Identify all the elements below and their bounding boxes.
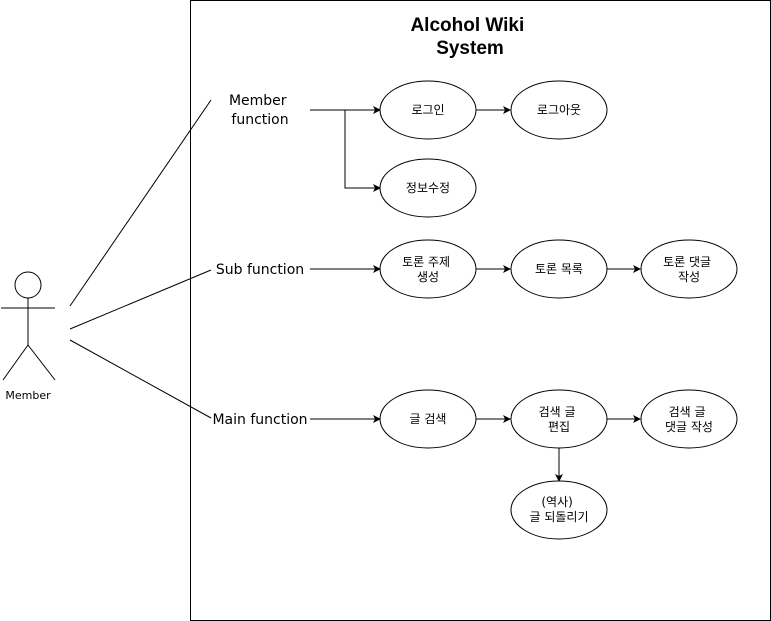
association-sub-function (69, 269, 212, 330)
actor-associations (69, 99, 212, 419)
use-case-login (379, 80, 477, 140)
use-case-edit-info (379, 158, 477, 218)
association-member-function (69, 99, 212, 307)
use-case-topic-list-label: 토론 목록 (535, 262, 583, 276)
use-case-topic-comment-line-2: 작성 (678, 270, 700, 284)
use-case-create-topic-label: 토론 주제 생성 (402, 255, 454, 284)
use-case-topic-list (510, 239, 608, 299)
actor-left-leg (2, 344, 29, 381)
use-case-create-topic-line-1: 토론 주제 (402, 255, 450, 269)
use-case-logout (510, 80, 608, 140)
group-member-function-line-1: Member (229, 93, 287, 109)
connectors (310, 106, 641, 482)
actor-right-leg (27, 344, 56, 381)
use-case-revert (510, 480, 608, 540)
association-main-function (69, 339, 212, 419)
use-case-create-topic (379, 239, 477, 299)
use-case-article-comment (640, 389, 738, 449)
use-case-topic-comment-label: 토론 댓글 작성 (663, 255, 715, 284)
actor-head (14, 271, 42, 299)
use-case-edit-article-line-1: 검색 글 (539, 405, 576, 419)
use-case-revert-label: (역사) 글 되돌리기 (529, 495, 588, 524)
use-case-create-topic-line-2: 생성 (417, 270, 439, 284)
use-case-revert-line-1: (역사) (541, 495, 572, 509)
use-case-revert-line-2: 글 되돌리기 (529, 510, 588, 524)
use-case-search-label: 글 검색 (410, 412, 447, 426)
use-case-logout-label: 로그아웃 (537, 103, 581, 117)
system-title-line-1: Alcohol Wiki (410, 15, 524, 36)
use-case-edit-info-label: 정보수정 (406, 181, 450, 195)
group-sub-function: Sub function (216, 262, 304, 278)
group-member-function: Member function (229, 93, 291, 128)
use-case-edit-article (510, 389, 608, 449)
group-main-function: Main function (212, 412, 307, 428)
use-case-edit-article-line-2: 편집 (548, 420, 570, 434)
use-case-topic-comment (640, 239, 738, 299)
use-case-article-comment-label: 검색 글 댓글 작성 (665, 405, 713, 434)
system-boundary (190, 0, 771, 621)
use-cases (379, 80, 738, 540)
use-case-article-comment-line-1: 검색 글 (669, 405, 706, 419)
system-title-line-2: System (436, 38, 504, 59)
group-member-function-line-2: function (231, 112, 288, 128)
use-case-edit-article-label: 검색 글 편집 (539, 405, 580, 434)
actor-label: Member (5, 389, 51, 402)
use-case-login-label: 로그인 (411, 103, 444, 117)
arrow-member-to-edit-info (344, 110, 381, 192)
use-case-topic-comment-line-1: 토론 댓글 (663, 255, 711, 269)
use-case-labels: 로그인 로그아웃 정보수정 토론 주제 생성 토론 목록 토론 댓글 작성 글 … (402, 103, 715, 524)
actor-member (1, 271, 56, 381)
use-case-article-comment-line-2: 댓글 작성 (665, 420, 713, 434)
system-title: Alcohol Wiki System (410, 15, 529, 59)
use-case-search (379, 389, 477, 449)
